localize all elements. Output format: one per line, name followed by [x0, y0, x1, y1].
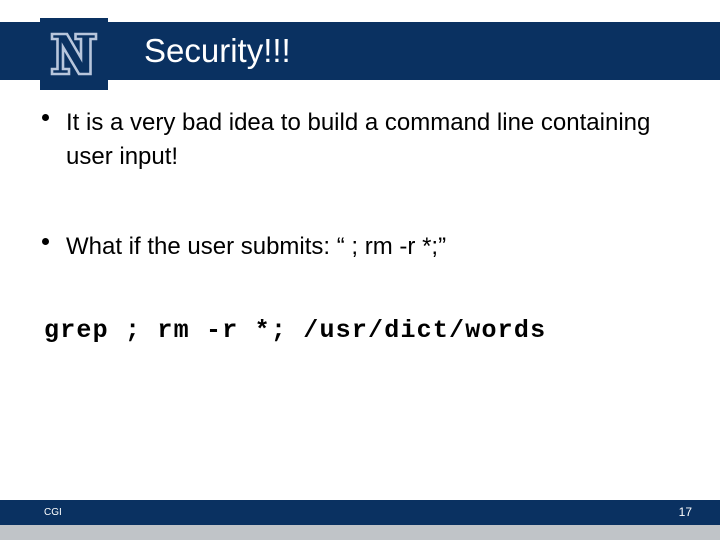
university-logo: [40, 18, 108, 90]
code-sample: grep ; rm -r *; /usr/dict/words: [44, 316, 547, 346]
bullet-text: What if the user submits: “ ; rm -r *;”: [66, 233, 447, 261]
bullet-text: It is a very bad idea to build a command…: [66, 109, 651, 171]
footer-accent-strip: [0, 525, 720, 540]
bullet-item: What if the user submits: “ ; rm -r *;”: [0, 230, 720, 264]
bullet-marker-icon: [42, 238, 49, 246]
footer-label: CGI: [44, 507, 62, 518]
slide-number: 17: [678, 505, 692, 519]
slide-body: It is a very bad idea to build a command…: [0, 100, 720, 345]
bullet-item: It is a very bad idea to build a command…: [0, 106, 720, 174]
footer-bar: [0, 500, 720, 525]
page-title: Security!!!: [144, 32, 291, 69]
bullet-marker-icon: [42, 114, 49, 122]
header-bar: [0, 22, 720, 80]
